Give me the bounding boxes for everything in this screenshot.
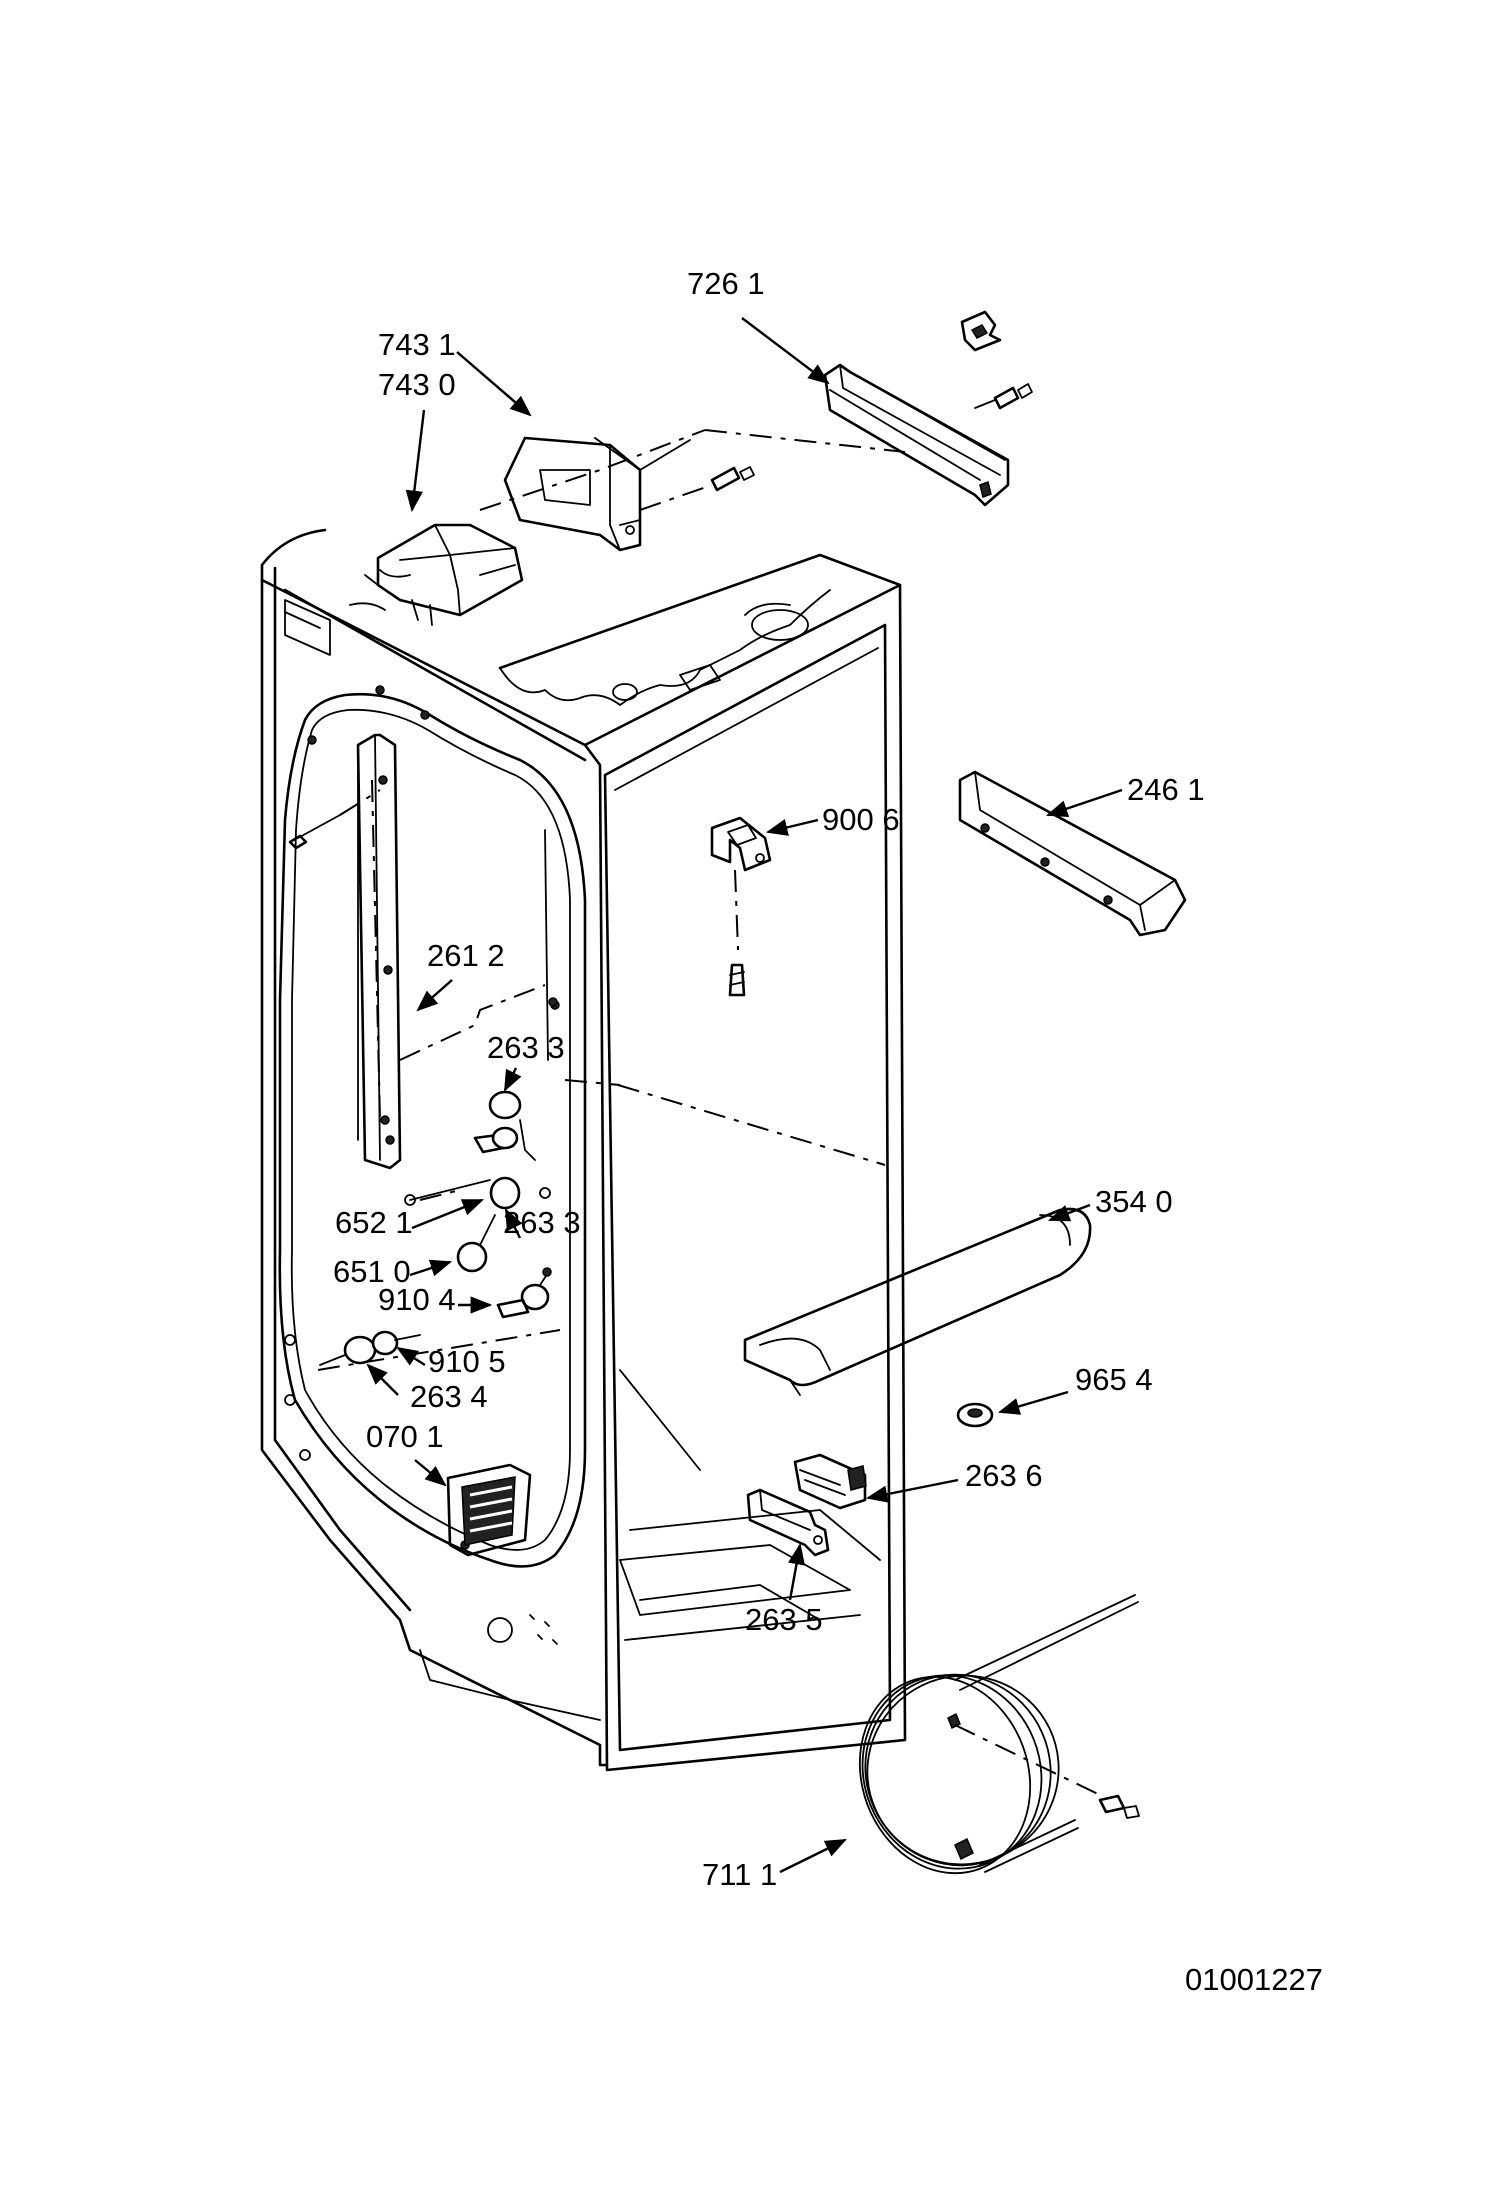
label-9104: 910 4 [378, 1282, 456, 1317]
bracket-9006-part [710, 816, 772, 997]
label-0701: 070 1 [366, 1419, 444, 1454]
light-cover-3540-part [743, 1207, 1092, 1396]
bracket-7431-part [479, 429, 706, 552]
channel-2461-part [958, 770, 1187, 937]
bracket-2636-part [793, 1453, 867, 1510]
vent-housing-part [446, 1463, 532, 1557]
label-7431: 743 1 [378, 327, 456, 362]
screw-7111 [1098, 1794, 1140, 1819]
control-housing-part [349, 523, 524, 626]
label-2636: 263 6 [965, 1458, 1043, 1493]
label-9105: 910 5 [428, 1344, 506, 1379]
label-2634: 263 4 [410, 1379, 488, 1414]
light-assembly [317, 829, 561, 1371]
screw-7261 [974, 383, 1033, 410]
label-2635: 263 5 [745, 1602, 823, 1637]
bracket-2635-part [746, 1488, 830, 1557]
label-2612: 261 2 [427, 938, 505, 973]
label-2461: 246 1 [1127, 772, 1205, 807]
leader-arrows [366, 317, 1123, 1874]
label-9654: 965 4 [1075, 1362, 1153, 1397]
document-id: 01001227 [1185, 1962, 1323, 1997]
label-3540: 354 0 [1095, 1184, 1173, 1219]
label-7430: 743 0 [378, 367, 456, 402]
plug-9654-part [956, 1402, 994, 1428]
vertical-rail-part [356, 733, 402, 1170]
clip-icon [960, 310, 1002, 352]
label-2633-lower: 263 3 [503, 1205, 581, 1240]
label-7111: 711 1 [702, 1857, 777, 1892]
label-7261: 726 1 [687, 266, 765, 301]
wire-coil-7111-part [858, 1594, 1139, 1875]
screw-7431 [639, 466, 755, 511]
label-6510: 651 0 [333, 1254, 411, 1289]
rail-7261-part [704, 363, 1010, 507]
screw-left [288, 789, 381, 850]
cabinet-shell [260, 528, 907, 1772]
label-6521: 652 1 [335, 1205, 413, 1240]
label-2633-upper: 263 3 [487, 1030, 565, 1065]
label-9006: 900 6 [822, 802, 900, 837]
